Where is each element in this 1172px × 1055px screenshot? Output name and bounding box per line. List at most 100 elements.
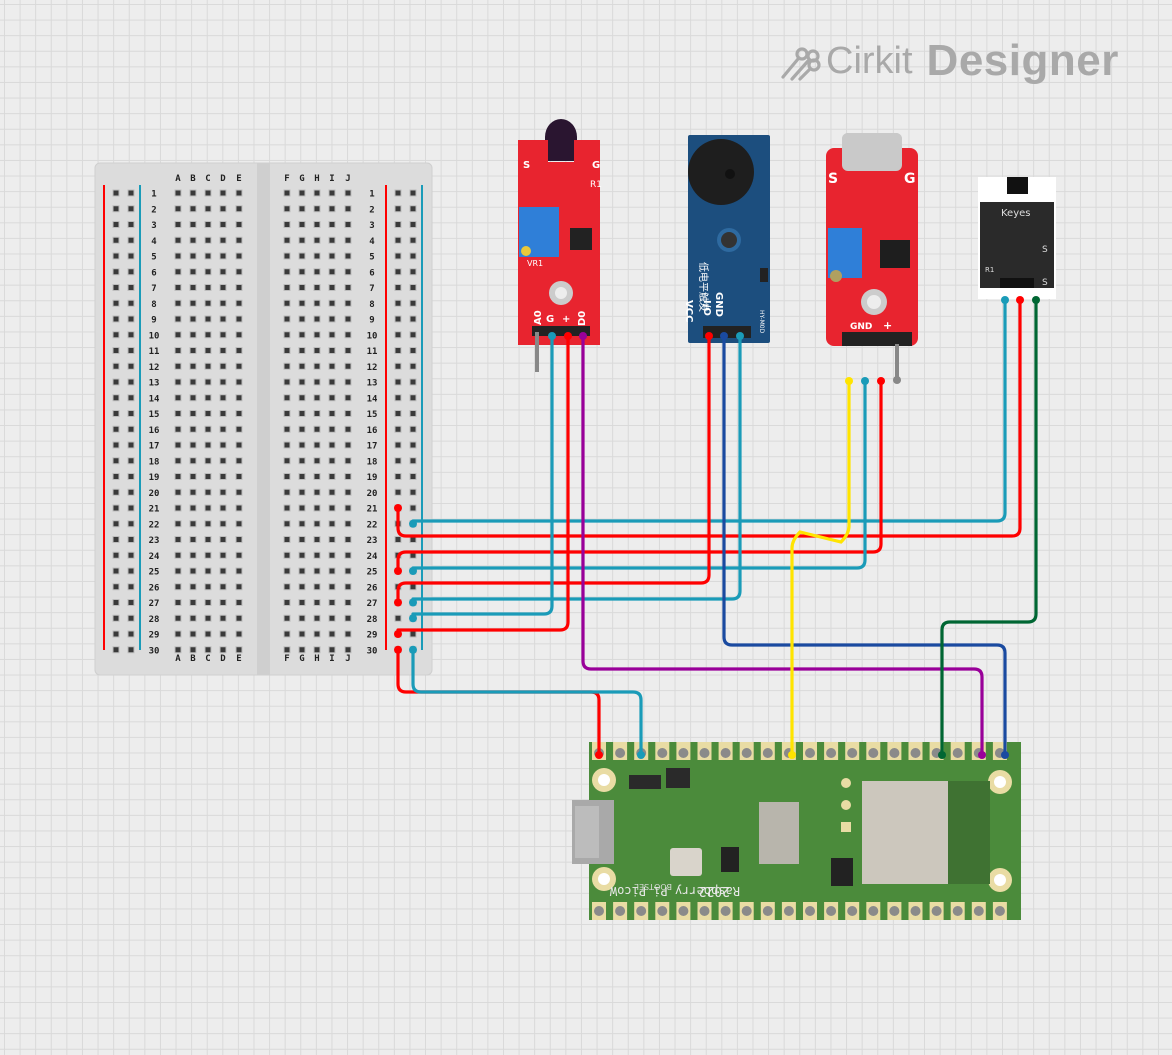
- breadboard-hole[interactable]: [189, 236, 197, 244]
- breadboard-hole[interactable]: [112, 205, 120, 213]
- breadboard-hole[interactable]: [219, 583, 227, 591]
- breadboard-hole[interactable]: [283, 520, 291, 528]
- breadboard-hole[interactable]: [174, 378, 182, 386]
- breadboard-hole[interactable]: [394, 299, 402, 307]
- breadboard-hole[interactable]: [328, 630, 336, 638]
- breadboard-hole[interactable]: [235, 236, 243, 244]
- wire-endpoint[interactable]: [877, 377, 885, 385]
- breadboard-hole[interactable]: [394, 284, 402, 291]
- breadboard-hole[interactable]: [298, 362, 306, 370]
- breadboard-hole[interactable]: [112, 441, 120, 449]
- breadboard-hole[interactable]: [328, 268, 336, 276]
- breadboard-hole[interactable]: [409, 504, 417, 512]
- breadboard-hole[interactable]: [283, 284, 291, 291]
- wire-endpoint[interactable]: [788, 751, 796, 759]
- breadboard-hole[interactable]: [283, 646, 291, 654]
- wire-endpoint[interactable]: [409, 614, 417, 623]
- breadboard-hole[interactable]: [313, 599, 321, 606]
- breadboard-hole[interactable]: [189, 425, 197, 433]
- breadboard-hole[interactable]: [313, 252, 321, 260]
- breadboard-hole[interactable]: [189, 284, 197, 291]
- breadboard-hole[interactable]: [112, 347, 120, 354]
- breadboard-hole[interactable]: [313, 331, 321, 339]
- breadboard-hole[interactable]: [409, 347, 417, 354]
- breadboard-hole[interactable]: [283, 299, 291, 307]
- breadboard-hole[interactable]: [298, 189, 306, 197]
- breadboard-hole[interactable]: [328, 378, 336, 386]
- breadboard-hole[interactable]: [328, 299, 336, 307]
- breadboard-hole[interactable]: [409, 410, 417, 417]
- breadboard-hole[interactable]: [235, 536, 243, 543]
- breadboard-hole[interactable]: [127, 268, 135, 276]
- breadboard-hole[interactable]: [283, 347, 291, 354]
- breadboard-hole[interactable]: [112, 299, 120, 307]
- breadboard-hole[interactable]: [313, 551, 321, 559]
- breadboard-hole[interactable]: [298, 331, 306, 339]
- breadboard-hole[interactable]: [127, 236, 135, 244]
- breadboard-hole[interactable]: [344, 221, 352, 228]
- breadboard-hole[interactable]: [313, 315, 321, 323]
- breadboard-hole[interactable]: [127, 567, 135, 575]
- breadboard-hole[interactable]: [283, 473, 291, 480]
- breadboard-hole[interactable]: [313, 299, 321, 307]
- breadboard-hole[interactable]: [112, 630, 120, 638]
- breadboard-hole[interactable]: [189, 504, 197, 512]
- breadboard-hole[interactable]: [313, 347, 321, 354]
- breadboard-hole[interactable]: [344, 410, 352, 417]
- wire-endpoint[interactable]: [978, 751, 986, 759]
- breadboard-hole[interactable]: [298, 614, 306, 622]
- breadboard-hole[interactable]: [112, 583, 120, 591]
- breadboard-hole[interactable]: [189, 551, 197, 559]
- breadboard-hole[interactable]: [344, 630, 352, 638]
- breadboard-hole[interactable]: [204, 378, 212, 386]
- wire-endpoint[interactable]: [394, 567, 402, 575]
- breadboard-hole[interactable]: [313, 504, 321, 512]
- breadboard-hole[interactable]: [235, 520, 243, 528]
- wire-endpoint[interactable]: [845, 377, 853, 385]
- breadboard-hole[interactable]: [313, 221, 321, 228]
- breadboard-hole[interactable]: [174, 567, 182, 575]
- breadboard-hole[interactable]: [298, 567, 306, 575]
- breadboard-hole[interactable]: [328, 614, 336, 622]
- breadboard-hole[interactable]: [394, 189, 402, 197]
- breadboard-hole[interactable]: [409, 221, 417, 228]
- breadboard-hole[interactable]: [235, 646, 243, 654]
- breadboard-hole[interactable]: [328, 221, 336, 228]
- breadboard-hole[interactable]: [219, 347, 227, 354]
- breadboard-hole[interactable]: [219, 599, 227, 606]
- wire-endpoint[interactable]: [394, 598, 402, 607]
- breadboard-hole[interactable]: [174, 614, 182, 622]
- breadboard-hole[interactable]: [328, 441, 336, 449]
- breadboard-hole[interactable]: [219, 252, 227, 260]
- breadboard-hole[interactable]: [127, 457, 135, 465]
- breadboard-hole[interactable]: [204, 331, 212, 339]
- breadboard-hole[interactable]: [394, 236, 402, 244]
- breadboard-hole[interactable]: [409, 205, 417, 213]
- breadboard-hole[interactable]: [283, 252, 291, 260]
- wire-buzzer-io[interactable]: [722, 334, 1007, 757]
- breadboard-hole[interactable]: [174, 189, 182, 197]
- breadboard-hole[interactable]: [235, 473, 243, 480]
- breadboard-hole[interactable]: [394, 331, 402, 339]
- breadboard-hole[interactable]: [394, 221, 402, 228]
- breadboard-hole[interactable]: [204, 394, 212, 402]
- breadboard-hole[interactable]: [189, 362, 197, 370]
- breadboard-hole[interactable]: [298, 504, 306, 512]
- breadboard-hole[interactable]: [344, 599, 352, 606]
- breadboard-hole[interactable]: [235, 457, 243, 465]
- breadboard-hole[interactable]: [189, 583, 197, 591]
- breadboard-hole[interactable]: [344, 457, 352, 465]
- breadboard-hole[interactable]: [127, 221, 135, 228]
- breadboard-hole[interactable]: [219, 441, 227, 449]
- breadboard-hole[interactable]: [219, 268, 227, 276]
- breadboard-hole[interactable]: [112, 473, 120, 480]
- breadboard-hole[interactable]: [204, 614, 212, 622]
- breadboard-hole[interactable]: [127, 347, 135, 354]
- breadboard-hole[interactable]: [219, 362, 227, 370]
- breadboard-hole[interactable]: [298, 583, 306, 591]
- breadboard-hole[interactable]: [174, 599, 182, 606]
- breadboard-hole[interactable]: [283, 205, 291, 213]
- breadboard-hole[interactable]: [328, 347, 336, 354]
- breadboard-hole[interactable]: [174, 299, 182, 307]
- breadboard-hole[interactable]: [204, 520, 212, 528]
